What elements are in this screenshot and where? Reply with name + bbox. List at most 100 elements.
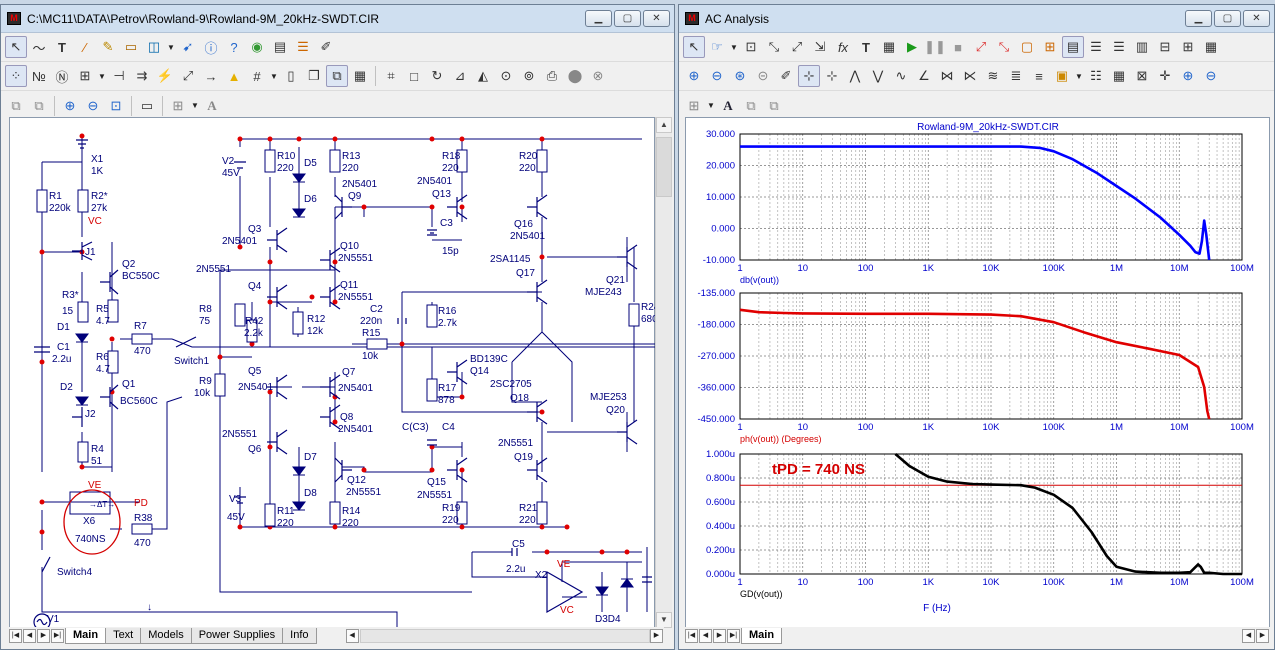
- stop-icon[interactable]: ⬤: [567, 68, 583, 83]
- rotate-icon[interactable]: ↻: [431, 68, 443, 83]
- grid-dropdown-icon[interactable]: ▼: [707, 101, 715, 110]
- line-tool-icon[interactable]: ∕: [83, 39, 87, 55]
- schematic-horizontal-scrollbar[interactable]: [359, 629, 650, 643]
- first-tab-button[interactable]: |◀: [685, 629, 698, 643]
- tab-power-supplies[interactable]: Power Supplies: [190, 628, 284, 644]
- tab-main[interactable]: Main: [741, 628, 783, 644]
- cross-icon[interactable]: ✛: [1159, 68, 1171, 83]
- split-icon[interactable]: ⊟: [1159, 39, 1171, 54]
- stack-icon[interactable]: ▣: [1055, 68, 1069, 83]
- properties-icon[interactable]: ▦: [882, 39, 896, 54]
- scroll-up-button[interactable]: ▲: [656, 117, 672, 133]
- close-circle-icon[interactable]: ⊗: [592, 68, 604, 83]
- peak-icon[interactable]: ⊹: [798, 65, 820, 87]
- node-numbers-icon[interactable]: №: [32, 68, 46, 84]
- high-icon[interactable]: ⋀: [849, 68, 861, 83]
- zoom-y-icon[interactable]: ⇲: [814, 39, 826, 54]
- close-button[interactable]: ✕: [643, 10, 670, 27]
- pen-icon[interactable]: ✎: [102, 39, 114, 54]
- schematic-titlebar[interactable]: M C:\MC11\DATA\Petrov\Rowland-9\Rowland-…: [1, 5, 674, 33]
- stack-icon[interactable]: ⧉: [11, 97, 21, 113]
- ac-titlebar[interactable]: M AC Analysis ▁ ▢ ✕: [679, 5, 1274, 33]
- select-arrow-icon[interactable]: ↖: [5, 36, 27, 58]
- zoom-box-icon[interactable]: ⤡: [768, 39, 780, 54]
- inflection-icon[interactable]: ∿: [895, 68, 907, 83]
- triangle-warning-icon[interactable]: ▲: [227, 68, 241, 84]
- close-button[interactable]: ✕: [1243, 10, 1270, 27]
- component-dropdown-icon[interactable]: ▼: [167, 42, 175, 52]
- global-high-icon[interactable]: ≣: [1010, 68, 1022, 83]
- prev-tab-button[interactable]: ◀: [23, 629, 36, 643]
- dropdown-icon[interactable]: ▼: [98, 71, 106, 81]
- zoom-fit-icon[interactable]: ⊛: [734, 68, 746, 83]
- global-low-icon[interactable]: ≡: [1035, 68, 1043, 84]
- grid-icon[interactable]: #: [253, 68, 261, 84]
- zoom-out-icon[interactable]: ⊖: [711, 68, 723, 83]
- grid-dropdown-icon[interactable]: ▼: [270, 71, 278, 81]
- tracker-icon[interactable]: ⊠: [1136, 68, 1148, 83]
- columns-icon[interactable]: ▦: [1204, 39, 1218, 54]
- hscroll-left-button[interactable]: ◀: [1242, 629, 1255, 643]
- component-text-icon[interactable]: ⊞: [79, 68, 91, 83]
- help-icon[interactable]: ?: [230, 39, 238, 55]
- zoom-area-icon[interactable]: ⊝: [757, 68, 769, 83]
- minimize-button[interactable]: ▁: [585, 10, 612, 27]
- text-tool-icon[interactable]: T: [862, 39, 870, 55]
- prev-tab-button[interactable]: ◀: [699, 629, 712, 643]
- zoom-in-icon[interactable]: ⊕: [688, 68, 700, 83]
- stack2-icon[interactable]: ⧉: [34, 97, 44, 113]
- app-icon[interactable]: M: [685, 12, 699, 25]
- stack2-icon[interactable]: ⧉: [769, 97, 779, 113]
- wire-icon[interactable]: 〜: [32, 40, 46, 56]
- animate-icon[interactable]: ▦: [1112, 68, 1126, 83]
- maximize-button[interactable]: ▢: [1214, 10, 1241, 27]
- next-tab-button[interactable]: ▶: [37, 629, 50, 643]
- window-icon[interactable]: ⊞: [1182, 39, 1194, 54]
- zoom-in-icon[interactable]: ⊕: [64, 97, 76, 113]
- scroll-down-button[interactable]: ▼: [656, 612, 672, 628]
- zoom-x-icon[interactable]: ⤢: [791, 39, 803, 54]
- xmax-icon[interactable]: ⋉: [963, 68, 977, 83]
- box-icon[interactable]: ▢: [1020, 39, 1034, 54]
- period-icon[interactable]: ⋈: [940, 68, 954, 83]
- region-icon[interactable]: ⧉: [326, 65, 348, 87]
- hscroll-right-button[interactable]: ▶: [650, 629, 663, 643]
- tab-text[interactable]: Text: [105, 628, 142, 644]
- arrow-icon[interactable]: →: [204, 68, 218, 84]
- flip-icon[interactable]: ⊿: [454, 68, 466, 83]
- probe-icon[interactable]: ⤢: [182, 68, 194, 83]
- line-icon[interactable]: ⤢: [975, 39, 987, 54]
- copy-icon[interactable]: ❐: [308, 68, 320, 83]
- globe-icon[interactable]: ◉: [251, 39, 263, 54]
- bars2-icon[interactable]: ☰: [1113, 39, 1125, 54]
- function-icon[interactable]: fx: [837, 39, 849, 55]
- pin-names-icon[interactable]: Ⓝ: [55, 69, 69, 85]
- cursor-dropdown-icon[interactable]: ▼: [730, 42, 738, 52]
- last-tab-button[interactable]: ▶|: [727, 629, 740, 643]
- lightning-icon[interactable]: ⚡: [156, 68, 174, 83]
- tab-info[interactable]: Info: [282, 628, 317, 644]
- properties-icon[interactable]: ▦: [353, 68, 367, 83]
- switch-icon[interactable]: ⇉: [136, 68, 148, 83]
- zoom-out-icon[interactable]: ⊖: [87, 97, 99, 113]
- last-tab-button[interactable]: ▶|: [51, 629, 64, 643]
- layout-dropdown-icon[interactable]: ▼: [191, 101, 199, 110]
- font-A-icon[interactable]: A: [723, 97, 733, 113]
- tab-main[interactable]: Main: [65, 628, 107, 644]
- pause-icon[interactable]: ❚❚: [924, 39, 946, 54]
- edit-icon[interactable]: ✐: [780, 68, 792, 83]
- binoculars-next-icon[interactable]: ⊚: [523, 68, 535, 83]
- bars-icon[interactable]: ☰: [1090, 39, 1102, 54]
- rows-icon[interactable]: ▥: [1135, 39, 1149, 54]
- scroll-thumb[interactable]: [656, 137, 672, 197]
- hscroll-left-button[interactable]: ◀: [345, 629, 359, 643]
- erase-icon[interactable]: ⤡: [998, 39, 1010, 54]
- info-icon[interactable]: ⓘ: [204, 40, 218, 56]
- pin-icon[interactable]: ➹: [182, 39, 194, 54]
- low-icon[interactable]: ⋁: [872, 68, 884, 83]
- minimize-button[interactable]: ▁: [1185, 10, 1212, 27]
- grid-icon[interactable]: ⊞: [1044, 39, 1056, 54]
- maximize-button[interactable]: ▢: [614, 10, 641, 27]
